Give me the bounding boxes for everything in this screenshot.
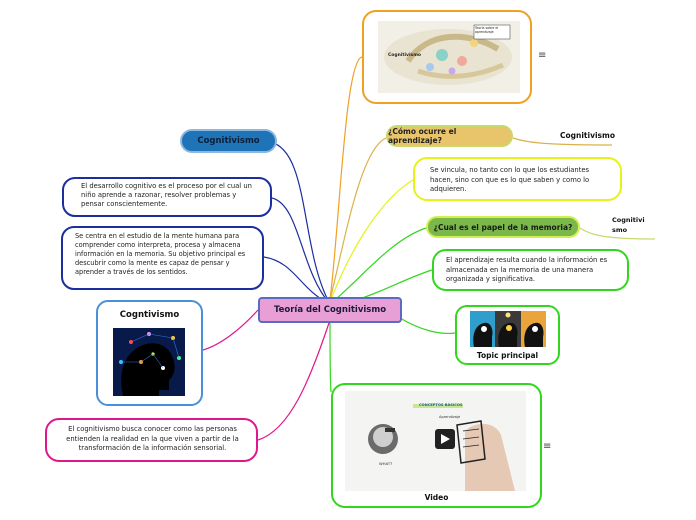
video-thumbnail[interactable]: CONCEPTOS BÁSICOS Aprendizaje WHAT? [345, 391, 526, 491]
mente-text: Se centra en el estudio de la mente huma… [75, 232, 246, 276]
link-video [329, 319, 332, 393]
brain-image [113, 328, 185, 396]
image-card-title: Cogntivismo [119, 310, 180, 320]
q1-tag[interactable]: Cognitivismo [560, 131, 615, 140]
link-image-card [202, 309, 259, 351]
topic-image [470, 311, 546, 347]
map-image: Cognitivismo Teoría sobre el aprendizaje [378, 21, 520, 93]
q2-tag[interactable]: Cognitivismo [612, 216, 645, 234]
video-menu-icon[interactable]: ≡ [543, 441, 552, 452]
video-board-note: Aprendizaje [439, 415, 461, 419]
link-map-image [329, 56, 363, 301]
q2-text-node[interactable]: El aprendizaje resulta cuando la informa… [432, 249, 629, 291]
q1-tag-underline [512, 137, 613, 146]
q2-label: ¿Cual es el papel de la memoria? [433, 222, 573, 232]
link-q2 [329, 227, 427, 305]
mente-node[interactable]: Se centra en el estudio de la mente huma… [61, 226, 264, 290]
link-busca [257, 319, 331, 441]
q2-text: El aprendizaje resulta cuando la informa… [446, 256, 608, 283]
map-image-top-label: Teoría sobre el aprendizaje [475, 26, 499, 34]
link-q1 [329, 137, 387, 301]
q1-node[interactable]: ¿Cómo ocurre el aprendizaje? [386, 125, 513, 147]
q1-label: ¿Cómo ocurre el aprendizaje? [388, 127, 457, 145]
topic-node[interactable]: Topic principal [455, 305, 560, 365]
central-node[interactable]: Teoría del Cognitivismo [258, 297, 402, 323]
cognitivismo-title-node[interactable]: Cognitivismo [180, 129, 277, 153]
map-menu-icon[interactable]: ≡ [538, 50, 547, 61]
image-card-node[interactable]: Cogntivismo [96, 300, 203, 406]
q2-node[interactable]: ¿Cual es el papel de la memoria? [426, 216, 580, 238]
video-label: Video [424, 493, 449, 502]
video-board-small: WHAT? [379, 461, 393, 466]
busca-node[interactable]: El cognitivismo busca conocer como las p… [45, 418, 258, 462]
cognitivismo-title-label: Cognitivismo [197, 136, 260, 146]
central-label: Teoría del Cognitivismo [273, 305, 387, 315]
q2-tag-underline [579, 227, 656, 240]
link-q1-text [329, 179, 414, 303]
video-node[interactable]: CONCEPTOS BÁSICOS Aprendizaje WHAT? Vide… [331, 383, 542, 508]
map-image-center-label: Cognitivismo [388, 53, 421, 58]
link-cognitivismo [269, 141, 331, 305]
desarrollo-text: El desarrollo cognitivo es el proceso po… [81, 182, 252, 208]
busca-text: El cognitivismo busca conocer como las p… [66, 425, 239, 452]
video-board-title: CONCEPTOS BÁSICOS [419, 403, 463, 407]
desarrollo-node[interactable]: El desarrollo cognitivo es el proceso po… [62, 177, 272, 217]
link-topic [399, 317, 456, 335]
topic-label: Topic principal [476, 351, 539, 360]
link-desarrollo [271, 197, 331, 305]
q1-text: Se vincula, no tanto con lo que los estu… [430, 166, 590, 193]
map-image-node[interactable]: Cognitivismo Teoría sobre el aprendizaje [362, 10, 532, 104]
q1-text-node[interactable]: Se vincula, no tanto con lo que los estu… [413, 157, 622, 201]
